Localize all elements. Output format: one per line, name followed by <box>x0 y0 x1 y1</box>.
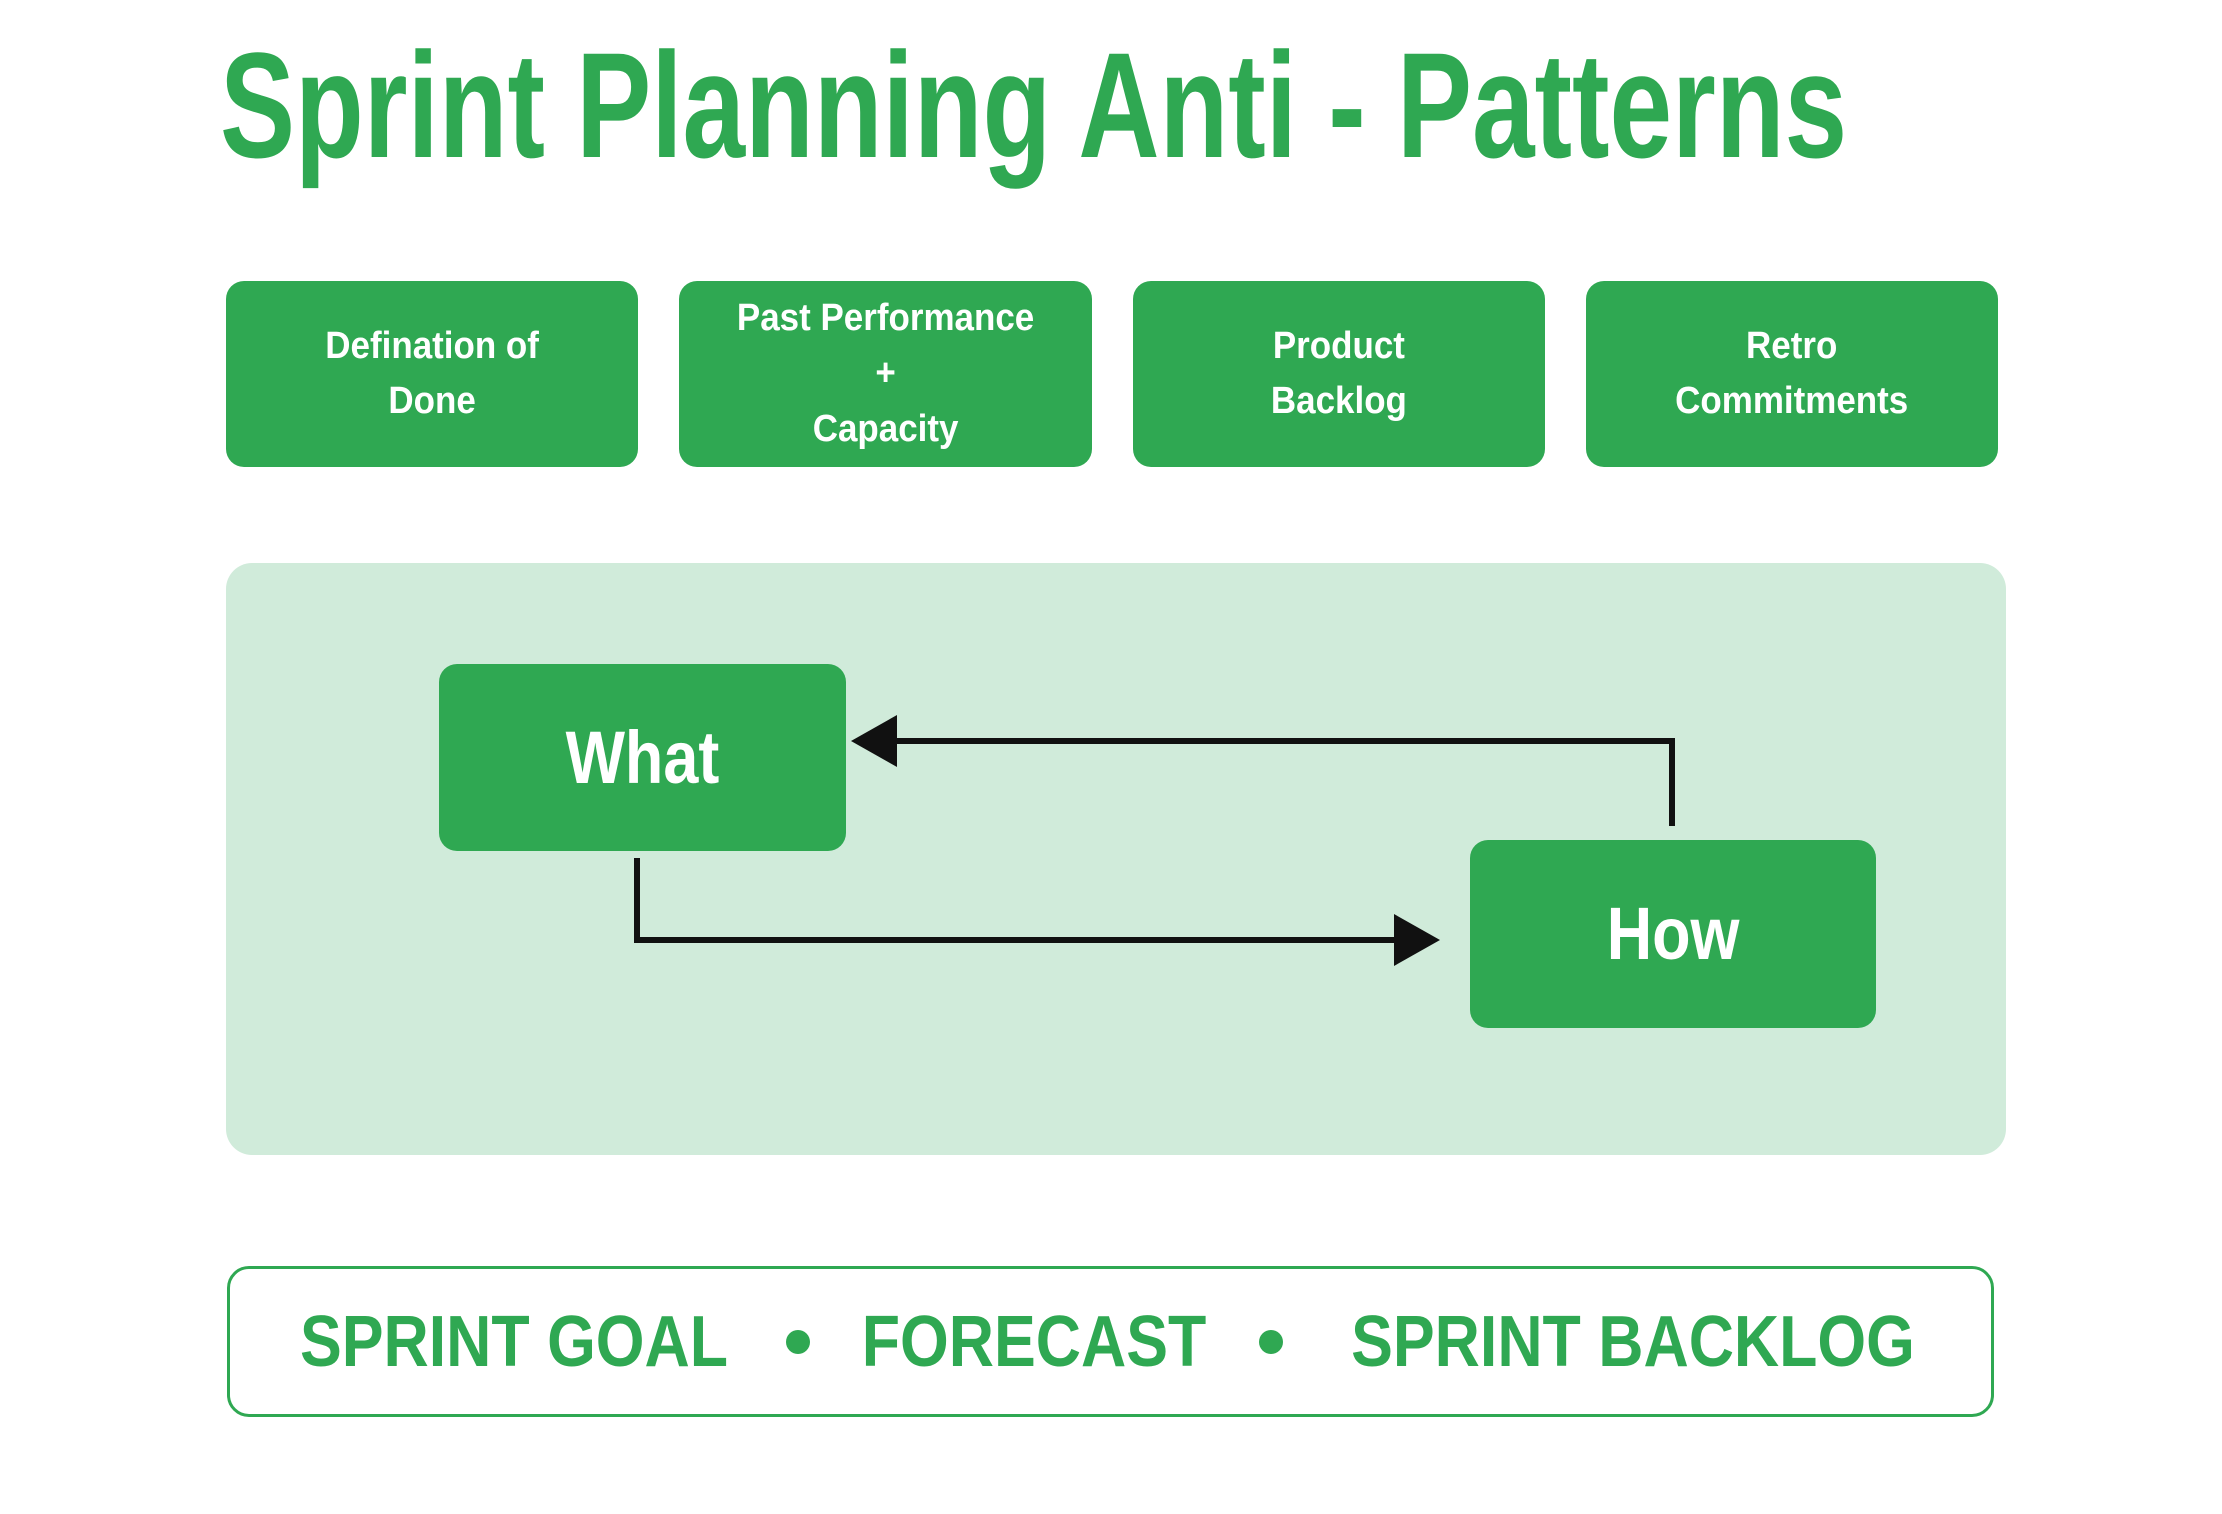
card-retro-commitments: Retro Commitments <box>1585 281 1998 467</box>
arrow-what-to-how-vertical-line <box>634 858 640 943</box>
bullet-separator-icon <box>1258 1329 1283 1354</box>
footer-item-sprint-backlog: SPRINT BACKLOG <box>1351 1301 1915 1382</box>
arrow-what-to-how-arrowhead-icon <box>1394 914 1440 966</box>
flow-node-what-label: What <box>565 715 720 799</box>
anti-pattern-cards-row: Defination of Done Past Performance + Ca… <box>226 281 1998 467</box>
page-title-text: Sprint Planning Anti - Patterns <box>220 21 1848 189</box>
bullet-separator-icon <box>786 1329 811 1354</box>
footer-item-sprint-goal: SPRINT GOAL <box>299 1301 729 1382</box>
page-title: Sprint Planning Anti - Patterns <box>220 30 2222 180</box>
arrow-how-to-what-arrowhead-icon <box>851 715 897 767</box>
arrow-what-to-how-horizontal-line <box>634 937 1394 943</box>
card-retro-commitments-label: Retro Commitments <box>1675 324 1909 422</box>
card-definition-of-done-label: Defination of Done <box>325 324 539 422</box>
card-definition-of-done: Defination of Done <box>226 281 639 467</box>
arrow-how-to-what-vertical-line <box>1669 738 1675 826</box>
card-past-performance-capacity: Past Performance + Capacity <box>679 281 1092 467</box>
arrow-how-to-what-horizontal-line <box>897 738 1675 744</box>
footer-item-forecast: FORECAST <box>862 1301 1207 1382</box>
footer-bar: SPRINT GOAL FORECAST SPRINT BACKLOG <box>227 1266 1994 1417</box>
flow-node-how: How <box>1470 840 1876 1028</box>
card-product-backlog: Product Backlog <box>1132 281 1545 467</box>
flow-node-how-label: How <box>1606 892 1740 975</box>
flow-node-what: What <box>439 664 846 851</box>
card-past-performance-capacity-label: Past Performance + Capacity <box>736 297 1035 450</box>
card-product-backlog-label: Product Backlog <box>1270 324 1407 422</box>
